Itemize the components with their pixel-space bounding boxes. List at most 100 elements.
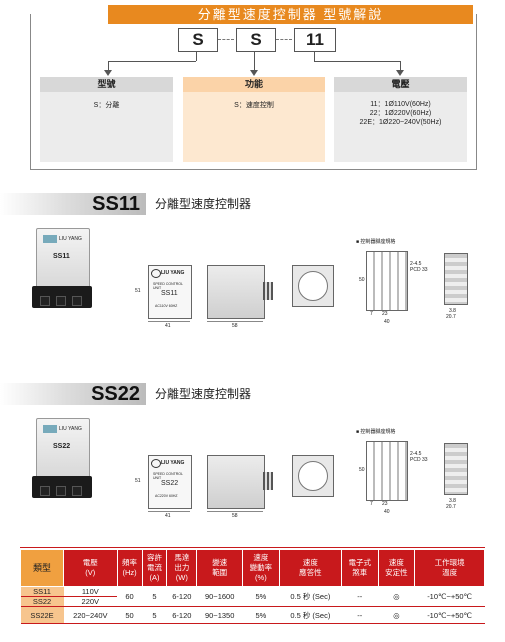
dimension-width-front: 41 [165,513,171,519]
connector-line [254,51,255,74]
product-brand: LIU YANG [59,426,82,432]
row-type: SS11 [20,586,64,597]
table-header-cell: 速度應答性 [278,549,343,587]
cell-brake: -- [341,606,379,624]
table-header-cell: 速度安定性 [377,549,416,587]
connector-line [314,51,315,61]
cell-voltage: 110V [63,586,118,597]
socket-dim-d1: 7 [370,311,373,317]
page-title: 分離型速度控制器 型號解說 [108,5,473,24]
cell-brake: -- [341,586,379,607]
code-dash-1 [218,39,234,40]
socket-dim-d2: 23 [382,501,388,507]
table-header-cell: 速度變動率(%) [242,549,280,587]
front-model: SS11 [161,290,178,297]
dimension-width-side: 58 [232,513,238,519]
model-title: SS22 [0,383,146,405]
terminal [40,486,50,496]
connector-line [196,51,197,61]
cell-power: 6-120 [166,586,197,607]
connector-line [108,61,196,62]
connector-line [400,61,401,74]
arrow-down-icon [104,70,112,76]
table-header-cell: 工作環境溫度 [414,549,485,587]
code-voltage: 11 [294,28,336,52]
socket-label-text: 控制器腳座規格 [360,429,396,435]
table-header-cell: 變速範圍 [196,549,244,587]
arrow-down-icon [396,70,404,76]
logo-icon [151,459,161,468]
column-line: S：速度控制 [234,102,274,109]
side-view-drawing [207,455,265,509]
socket-top-drawing [366,251,408,311]
column-heading-model: 型號 [40,77,173,92]
brand-logo [43,425,57,433]
column-heading-voltage: 電壓 [334,77,467,92]
column-body-model: S：分離 [40,92,173,162]
cell-voltage: 220~240V [63,606,118,624]
pin-circle [298,271,328,301]
cell-temp: -10℃~+50℃ [414,586,485,607]
product-image: LIU YANG SS22 [28,418,98,518]
dimension-line [207,321,263,322]
column-line: S：分離 [93,102,120,109]
terminal [56,486,66,496]
dimension-line [207,511,263,512]
front-unit: SPEED CONTROL UNIT [153,472,183,480]
dimension-height: 51 [135,288,141,294]
socket-dim-hole: 2-4.5 [410,451,422,457]
socket-dim-s2: 20.7 [446,504,456,510]
code-series: S [178,28,218,52]
connector-line [108,61,109,74]
dimension-height: 51 [135,478,141,484]
side-view-drawing [207,265,265,319]
cell-current: 5 [142,606,167,624]
product-housing: LIU YANG SS22 [36,418,90,478]
socket-dim-h: 50 [359,467,365,473]
dimension-line [148,321,190,322]
cell-stability: ◎ [378,606,415,624]
table-header-row: 類型電壓(V)頻率(Hz)容許電流(A)馬達出力(W)變速範圍速度變動率(%)速… [20,549,485,587]
cell-power: 6-120 [166,606,197,624]
table-header-cell: 類型 [20,549,64,587]
front-rating: AC220V 60HZ [155,494,178,498]
cell-stability: ◎ [378,586,415,607]
spec-table: 類型電壓(V)頻率(Hz)容許電流(A)馬達出力(W)變速範圍速度變動率(%)速… [20,549,485,624]
dimension-line [148,511,190,512]
cell-voltage: 220V [63,596,118,607]
cell-rate: 5% [242,586,280,607]
code-dash-2 [276,39,292,40]
table-header-cell: 頻率(Hz) [116,549,143,587]
socket-dim-pcd: PCD 33 [410,457,428,463]
product-image: LIU YANG SS11 [28,228,98,328]
bottom-view-drawing [292,265,334,307]
socket-dim-pcd: PCD 33 [410,267,428,273]
row-type: SS22 [20,596,64,607]
socket-dim-d1: 7 [370,501,373,507]
front-rating: AC110V 60HZ [155,304,178,308]
socket-label: ■ 控制器腳座規格 [356,239,396,245]
front-view-drawing: LIU YANG SPEED CONTROL UNIT SS22 AC220V … [148,455,192,509]
socket-dim-s1: 3.8 [449,308,456,314]
product-model: SS11 [53,253,70,260]
explanation-frame [30,14,477,170]
row-type: SS22E [20,606,64,624]
table-header-cell: 電壓(V) [63,549,118,587]
cell-range: 90~1350 [196,606,243,624]
product-brand: LIU YANG [59,236,82,242]
terminal [72,296,82,306]
socket-dim-s2: 20.7 [446,314,456,320]
front-brand: LIU YANG [161,270,185,276]
table-header-cell: 容許電流(A) [141,549,168,587]
front-unit: SPEED CONTROL UNIT [153,282,183,290]
front-model: SS22 [161,480,179,487]
pin-circle [298,461,328,491]
product-model: SS22 [53,443,71,450]
product-housing: LIU YANG SS11 [36,228,90,288]
side-pins [263,282,273,300]
column-line: 22E：1Ø220~240V(50Hz) [359,119,442,126]
cell-freq: 50 [117,606,142,624]
